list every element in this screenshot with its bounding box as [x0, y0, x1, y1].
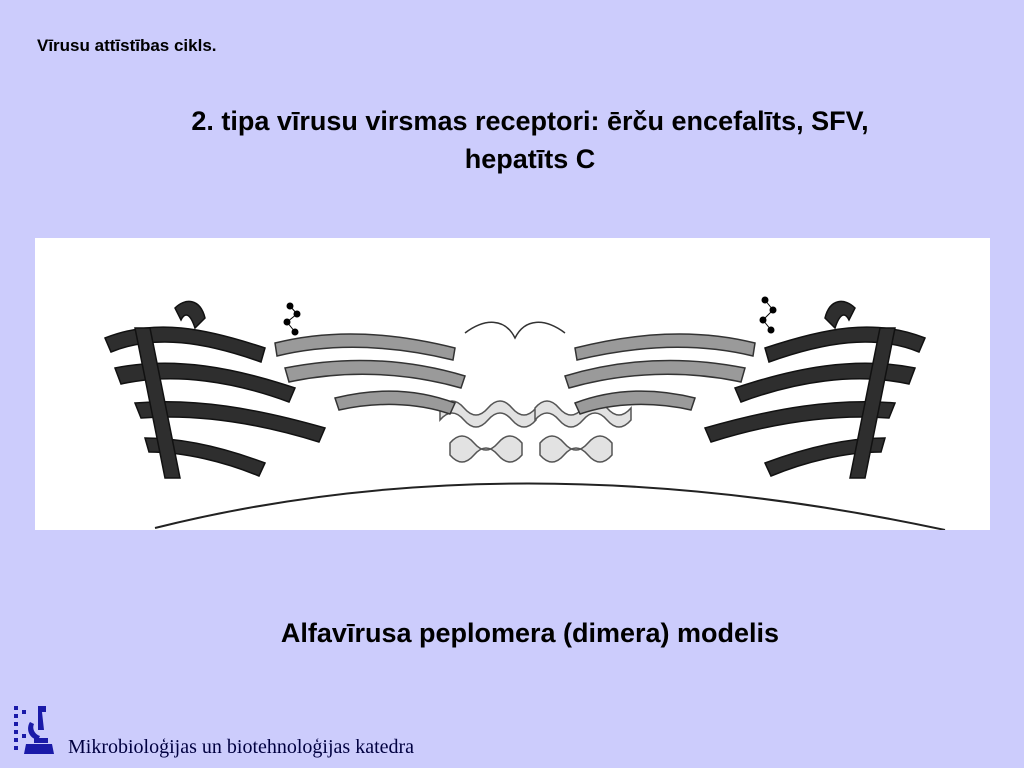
slide-title-line-2: hepatīts C	[464, 144, 596, 174]
central-helix-domain	[439, 400, 632, 463]
protein-ribbon-figure	[35, 238, 990, 530]
department-name: Mikrobioloģijas un biotehnoloģijas kated…	[68, 736, 415, 758]
slide-title: 2. tipa vīrusu virsmas receptori: ērču e…	[40, 102, 1020, 178]
microscope-icon	[14, 706, 54, 754]
section-label: Vīrusu attīstības cikls.	[37, 36, 217, 55]
membrane-curve	[154, 482, 946, 530]
right-dark-domain	[703, 300, 926, 479]
middle-strand-domain	[274, 321, 756, 415]
slide-title-line-1: 2. tipa vīrusu virsmas receptori: ērču e…	[191, 106, 869, 136]
figure-caption: Alfavīrusa peplomera (dimera) modelis	[280, 618, 780, 648]
left-dark-domain	[104, 300, 327, 479]
glycan-markers	[283, 296, 777, 336]
protein-ribbon-image	[104, 296, 946, 530]
